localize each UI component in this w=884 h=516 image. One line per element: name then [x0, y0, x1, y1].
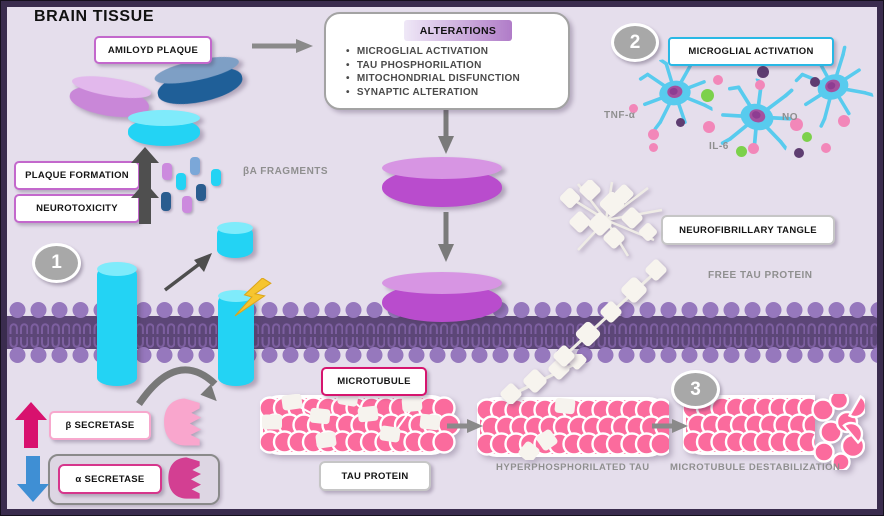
molecule-dot	[736, 146, 747, 157]
arrow-down-blue-icon	[17, 456, 49, 502]
alteration-item: MITOCHONDRIAL DISFUNCTION	[346, 72, 520, 86]
arrow-down-icon	[438, 212, 454, 262]
step-2-number: 2	[629, 31, 641, 53]
molecule-dot	[821, 143, 831, 153]
step-3-badge: 3	[671, 370, 720, 409]
alteration-item: MICROGLIAL ACTIVATION	[346, 45, 520, 59]
neurotoxicity-label: NEUROTOXICITY	[14, 194, 140, 223]
molecule-dot	[802, 132, 812, 142]
arrow-right-icon	[447, 419, 483, 433]
cleaved-app-fragment	[217, 222, 253, 258]
tau-diamond-chain	[498, 354, 587, 404]
beta-secretase-text: β SECRETASE	[65, 420, 135, 431]
beta-fragment	[161, 192, 171, 211]
beta-fragment	[176, 173, 186, 190]
molecule-dot	[629, 104, 638, 113]
molecule-dot	[810, 77, 820, 87]
molecule-dot	[748, 143, 759, 154]
tau-diamond-chain-membrane	[551, 258, 669, 369]
arrow-up-right-icon	[163, 253, 212, 292]
alteration-item: SYNAPTIC ALTERATION	[346, 86, 520, 100]
alterations-header: ALTERATIONS	[404, 20, 512, 41]
alteration-item: TAU PHOSPHORILATION	[346, 59, 520, 73]
step-1-badge: 1	[32, 243, 81, 283]
neurofibrillary-tangle-text: NEUROFIBRILLARY TANGLE	[679, 224, 817, 236]
amyloid-plaque-label: AMILOYD PLAQUE	[94, 36, 212, 64]
alterations-panel: ALTERATIONS MICROGLIAL ACTIVATION TAU PH…	[324, 12, 570, 110]
amyloid-aggregate-disc-1	[382, 157, 502, 207]
arrow-up-icon	[131, 182, 159, 224]
app-protein-cylinder	[97, 262, 137, 386]
beta-secretase-label: β SECRETASE	[49, 411, 151, 440]
arrow-curved-icon	[136, 366, 218, 406]
molecule-dot	[701, 89, 714, 102]
beta-fragment	[211, 169, 221, 186]
page-title: BRAIN TISSUE	[34, 8, 155, 25]
arrow-up-icon	[15, 402, 47, 448]
plaque-formation-text: PLAQUE FORMATION	[25, 170, 129, 181]
tnf-alpha-label: TNF-α	[604, 110, 636, 121]
alpha-secretase-label: α SECRETASE	[58, 464, 162, 494]
hyperphosphorilated-tau-label: HYPERPHOSPHORILATED TAU	[496, 462, 650, 473]
free-tau-protein-label: FREE TAU PROTEIN	[708, 270, 813, 281]
arrow-right-icon	[252, 39, 313, 53]
molecule-dot	[703, 121, 715, 133]
app-protein-cylinder-cleavage	[218, 290, 254, 386]
molecule-dot	[676, 118, 685, 127]
plaque-formation-label: PLAQUE FORMATION	[14, 161, 140, 190]
molecule-dot	[649, 143, 658, 152]
microtubule-label: MICROTUBULE	[321, 367, 427, 396]
microglial-activation-text: MICROGLIAL ACTIVATION	[688, 46, 814, 57]
neurotoxicity-text: NEUROTOXICITY	[36, 203, 118, 214]
arrow-down-icon	[438, 106, 454, 154]
molecule-dot	[757, 66, 769, 78]
alterations-list: MICROGLIAL ACTIVATION TAU PHOSPHORILATIO…	[346, 45, 520, 99]
arrow-up-icon	[131, 147, 159, 189]
ba-fragments-label: βA FRAGMENTS	[243, 166, 329, 177]
microtubule-hyperphosphorylated	[477, 396, 669, 460]
molecule-dot	[794, 148, 804, 158]
neurofibrillary-tangle-cluster	[558, 180, 663, 257]
molecule-dot	[648, 129, 659, 140]
molecule-dot	[838, 115, 850, 127]
tau-protein-label: TAU PROTEIN	[319, 461, 431, 491]
molecule-dot	[755, 80, 765, 90]
lightning-bolt-icon	[234, 278, 272, 317]
microtubule-healthy	[260, 394, 460, 460]
microtubule-text: MICROTUBULE	[337, 376, 411, 387]
step-1-number: 1	[51, 252, 62, 273]
microtubule-destabilization-label: MICROTUBULE DESTABILIZATION	[670, 462, 841, 473]
amyloid-plaque-text: AMILOYD PLAQUE	[107, 44, 199, 56]
step-3-number: 3	[690, 378, 701, 400]
no-label: NO	[782, 112, 798, 123]
arrow-right-icon	[652, 419, 688, 433]
molecule-dot	[790, 118, 803, 131]
il6-label: IL-6	[709, 141, 729, 152]
tau-protein-text: TAU PROTEIN	[341, 470, 409, 482]
beta-fragment	[162, 163, 172, 180]
microtubule-destabilized	[683, 394, 865, 470]
beta-fragment	[190, 157, 200, 175]
alpha-secretase-text: α SECRETASE	[75, 473, 145, 485]
microglial-activation-label: MICROGLIAL ACTIVATION	[668, 37, 834, 66]
amyloid-disc-cyan	[128, 110, 200, 146]
beta-secretase-enzyme	[164, 398, 202, 446]
beta-fragment	[196, 184, 206, 201]
beta-fragment	[182, 196, 192, 213]
neurofibrillary-tangle-label: NEUROFIBRILLARY TANGLE	[661, 215, 835, 245]
amyloid-aggregate-disc-2	[382, 272, 502, 322]
step-2-badge: 2	[611, 23, 659, 62]
molecule-dot	[713, 75, 723, 85]
alpha-secretase-enzyme	[168, 457, 201, 499]
